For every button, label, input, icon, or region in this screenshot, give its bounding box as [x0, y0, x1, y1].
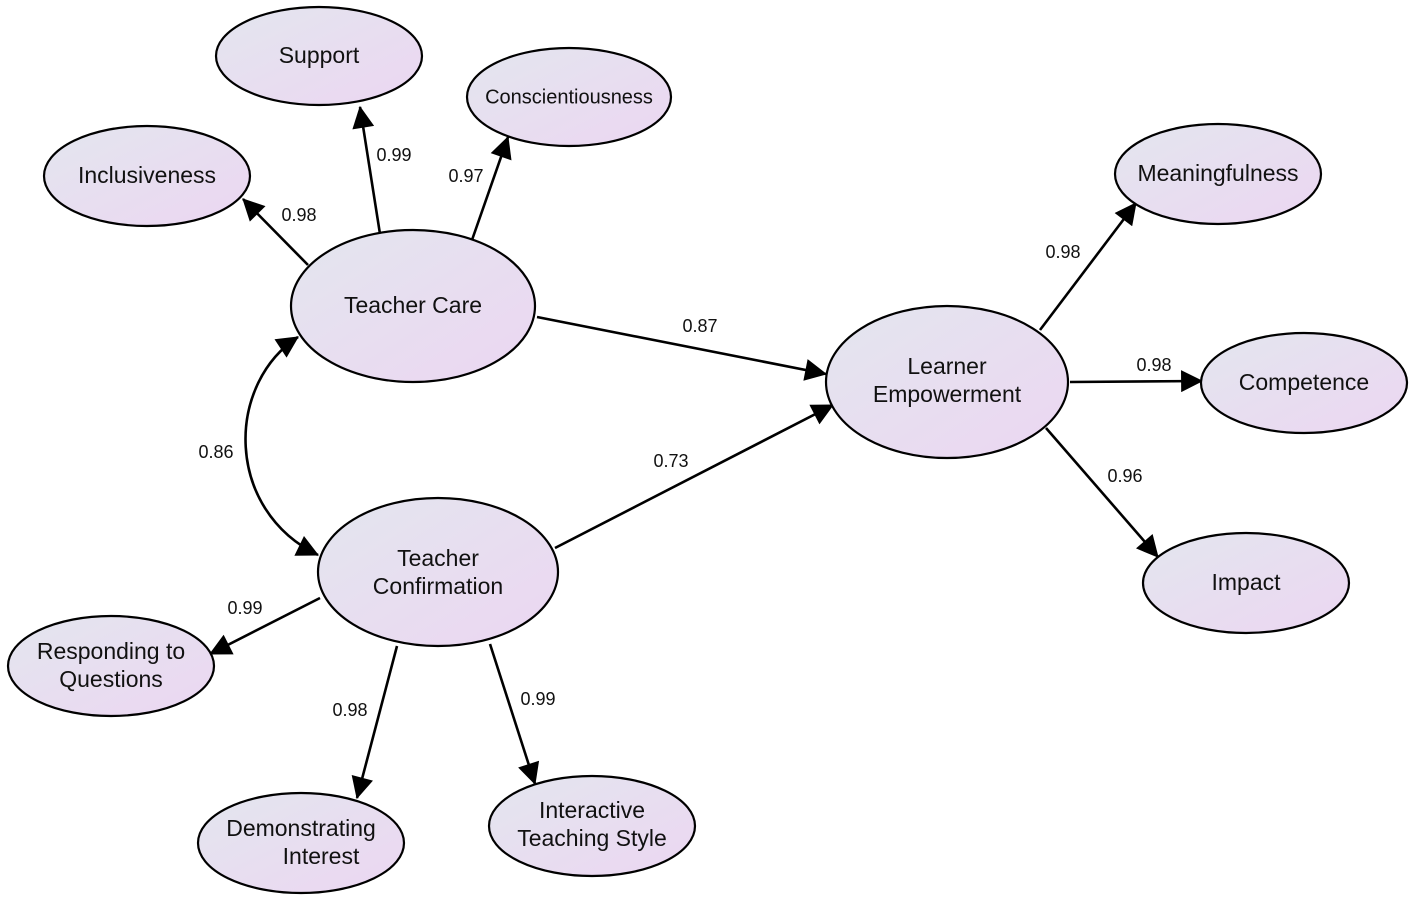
node-impact: Impact: [1141, 531, 1351, 635]
node-label-interactive-line1: Interactive: [539, 797, 645, 823]
node-label-teacher-confirmation-line2: Confirmation: [373, 573, 503, 599]
node-label-responding-line2: Questions: [59, 666, 163, 692]
node-responding-to-questions: Responding to Questions: [6, 614, 216, 718]
node-label-support: Support: [279, 42, 360, 68]
node-conscientiousness: Conscientiousness: [465, 46, 673, 148]
edge-empowerment-meaningfulness: 0.98: [1038, 202, 1138, 331]
node-teacher-confirmation: Teacher Confirmation: [316, 496, 560, 648]
edge-empowerment-impact: 0.96: [1045, 427, 1159, 558]
edge-confirmation-responding: 0.99: [209, 596, 321, 656]
edge-care-confirmation-covariance: 0.86: [198, 335, 319, 557]
node-support: Support: [214, 5, 424, 107]
edge-label-confirmation-responding: 0.99: [227, 598, 262, 618]
edge-confirmation-empowerment: 0.73: [554, 403, 834, 550]
node-label-teacher-care: Teacher Care: [344, 292, 482, 318]
edge-label-empowerment-impact: 0.96: [1107, 466, 1142, 486]
edges: 0.99 0.97 0.98 0.87 0.86 0.73 0.99 0.98: [198, 105, 1204, 800]
edge-care-support: 0.99: [352, 105, 412, 235]
edge-label-care-support: 0.99: [376, 145, 411, 165]
edge-label-empowerment-meaningfulness: 0.98: [1045, 242, 1080, 262]
node-inclusiveness: Inclusiveness: [42, 124, 252, 228]
node-teacher-care: Teacher Care: [289, 228, 537, 384]
edge-care-inclusiveness: 0.98: [242, 198, 317, 266]
edge-label-confirmation-empowerment: 0.73: [653, 451, 688, 471]
node-label-competence: Competence: [1239, 369, 1369, 395]
node-demonstrating-interest: Demonstrating Interest: [196, 791, 406, 895]
edge-confirmation-demonstrating: 0.98: [332, 645, 399, 800]
node-label-learner-empowerment-line1: Learner: [907, 353, 987, 379]
edge-confirmation-interactive: 0.99: [488, 643, 556, 786]
edge-empowerment-competence: 0.98: [1069, 355, 1204, 393]
node-label-teacher-confirmation-line1: Teacher: [397, 545, 479, 571]
edge-label-care-empowerment: 0.87: [682, 316, 717, 336]
node-label-inclusiveness: Inclusiveness: [78, 162, 216, 188]
node-label-demonstrating-line2: Interest: [283, 843, 360, 869]
node-interactive-teaching-style: Interactive Teaching Style: [487, 774, 697, 878]
edge-label-care-confirmation: 0.86: [198, 442, 233, 462]
node-label-conscientiousness: Conscientiousness: [485, 86, 653, 108]
node-label-learner-empowerment-line2: Empowerment: [873, 381, 1022, 407]
node-learner-empowerment: Learner Empowerment: [824, 304, 1070, 460]
node-label-meaningfulness: Meaningfulness: [1137, 160, 1298, 186]
node-label-responding-line1: Responding to: [37, 638, 185, 664]
node-label-demonstrating-line1: Demonstrating: [226, 815, 376, 841]
edge-care-conscientiousness: 0.97: [448, 135, 512, 241]
edge-label-empowerment-competence: 0.98: [1136, 355, 1171, 375]
node-label-interactive-line2: Teaching Style: [517, 825, 667, 851]
nodes: Support Conscientiousness Inclusiveness …: [6, 5, 1409, 895]
edge-label-care-conscientiousness: 0.97: [448, 166, 483, 186]
node-label-impact: Impact: [1211, 569, 1281, 595]
edge-label-care-inclusiveness: 0.98: [281, 205, 316, 225]
edge-label-confirmation-interactive: 0.99: [520, 689, 555, 709]
node-competence: Competence: [1199, 331, 1409, 435]
node-meaningfulness: Meaningfulness: [1113, 122, 1323, 226]
edge-care-empowerment: 0.87: [536, 315, 828, 381]
edge-label-confirmation-demonstrating: 0.98: [332, 700, 367, 720]
